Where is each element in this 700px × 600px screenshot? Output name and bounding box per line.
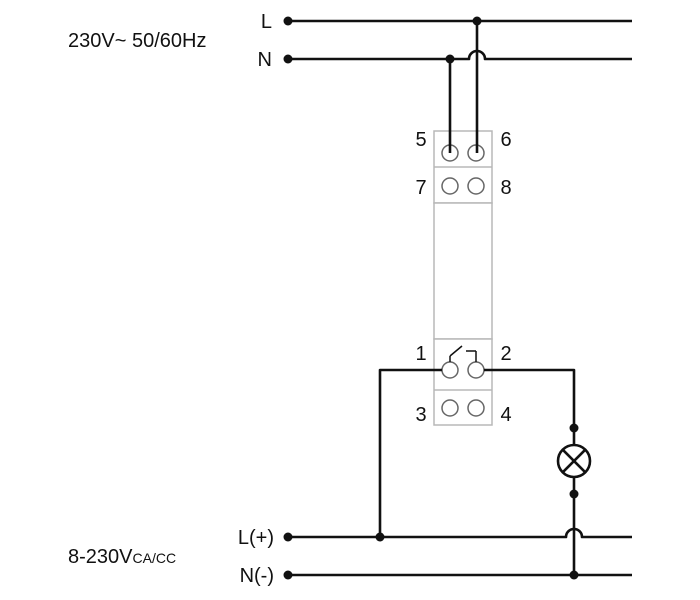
supply-voltage-label: 230V~ 50/60Hz: [68, 30, 206, 52]
junction-dot: [375, 532, 385, 542]
junction-dot: [569, 489, 579, 499]
junction-dot: [569, 423, 579, 433]
junction-dot: [569, 570, 579, 580]
din-module: [433, 130, 493, 426]
control-neutral-label: N(-): [240, 565, 274, 587]
relay-contact-icon: [449, 345, 477, 362]
control-voltage-label: 8-230VCA/CC: [68, 546, 176, 568]
control-voltage-main: 8-230V: [68, 546, 133, 568]
screw-terminal-icon: [467, 399, 485, 417]
terminal-label-6: 6: [500, 129, 511, 151]
terminal-label-7: 7: [415, 177, 426, 199]
module-body: [433, 202, 493, 340]
terminal-label-3: 3: [415, 404, 426, 426]
terminal-label-5: 5: [415, 129, 426, 151]
wire-t2-to-lamp: [484, 368, 576, 444]
junction-dots: [283, 16, 579, 580]
screw-terminal-icon: [441, 399, 459, 417]
terminal-dot-l: [283, 16, 293, 26]
screw-terminal-icon: [441, 177, 459, 195]
terminal-dot-n: [283, 54, 293, 64]
terminal-dot-lplus: [283, 532, 293, 542]
terminal-label-2: 2: [500, 343, 511, 365]
junction-dot: [445, 54, 455, 64]
control-line-label: L(+): [238, 527, 274, 549]
wire-lplus-to-t1: [378, 368, 442, 537]
terminal-label-8: 8: [500, 177, 511, 199]
terminal-label-1: 1: [415, 343, 426, 365]
junction-dot: [472, 16, 482, 26]
screw-terminal-icon: [441, 361, 459, 379]
control-line-wire: [288, 527, 632, 539]
supply-neutral-label: N: [258, 49, 272, 71]
control-voltage-suffix: CA/CC: [133, 550, 177, 566]
screw-terminal-icon: [467, 361, 485, 379]
terminal-label-4: 4: [500, 404, 511, 426]
supply-neutral-wire: [288, 49, 632, 61]
lamp-icon: [556, 443, 592, 479]
screw-terminal-icon: [467, 177, 485, 195]
supply-line-label: L: [261, 11, 272, 33]
terminal-dot-nminus: [283, 570, 293, 580]
